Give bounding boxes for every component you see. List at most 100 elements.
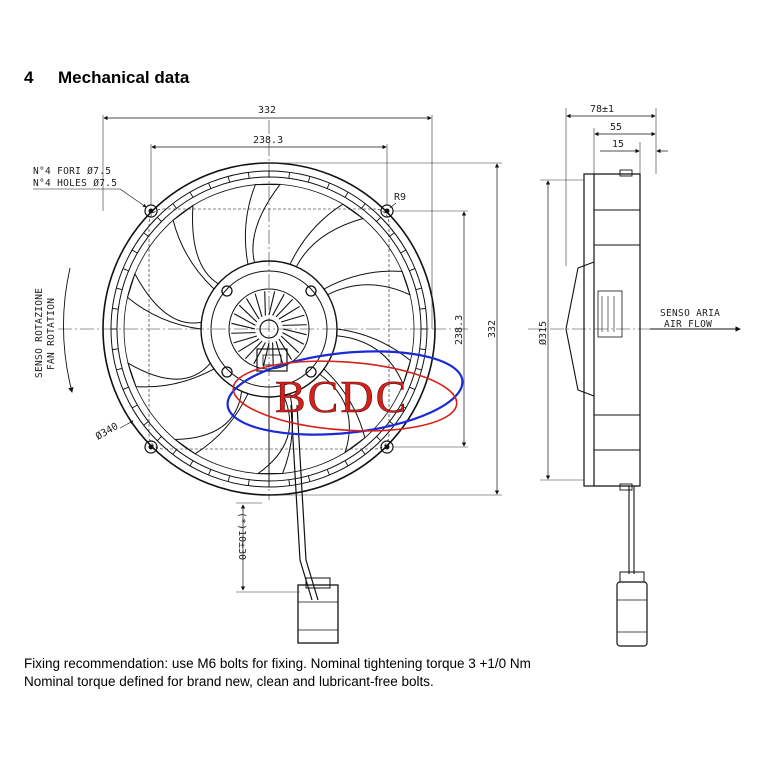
fan-blade [127, 362, 215, 388]
hub-fin [244, 340, 263, 360]
shroud-rib [131, 249, 138, 254]
shroud-rib [172, 449, 177, 455]
side-shroud [594, 173, 641, 487]
motor-hub-ring [210, 270, 328, 388]
hub-fin [282, 332, 305, 345]
airflow-label-it: SENSO ARIA [660, 308, 720, 319]
watermark-logo: BCDC [226, 350, 464, 436]
fan-blade [244, 183, 282, 265]
shroud-rib [143, 232, 149, 237]
shroud-rib [208, 469, 212, 476]
hub-fin [272, 293, 285, 316]
shroud-rib [247, 172, 250, 179]
hub-connector-box [256, 348, 288, 372]
shroud-rib [122, 268, 129, 272]
shroud-rib [415, 367, 422, 371]
cable-length-label: (*)10±30 [236, 512, 247, 560]
side-ear [619, 483, 633, 491]
shroud-rib [112, 348, 119, 351]
hub-fin [238, 338, 260, 353]
mounting-hole [144, 440, 158, 454]
hub-fin [280, 314, 305, 323]
shroud-rib [326, 182, 330, 189]
shroud-rib [131, 404, 138, 409]
hub-fin [275, 340, 284, 365]
dim-outer-diameter-label: Ø340 [94, 420, 121, 442]
shroud-rib [227, 475, 231, 482]
dim-motor-depth-label: 55 [610, 122, 622, 133]
shroud-rib [326, 469, 330, 476]
shroud-rib [189, 460, 194, 467]
hub-fin [264, 291, 266, 316]
leader-line [119, 420, 134, 429]
corner-radius-label: R9 [394, 192, 406, 203]
hub-fin [231, 322, 256, 330]
hub-fin [254, 293, 263, 318]
dim-overall-width-label: 332 [258, 105, 276, 116]
cable [296, 404, 319, 601]
hub-fin [282, 328, 307, 336]
dim-depth-label: 78±1 [590, 104, 614, 115]
hub-fin [245, 298, 260, 320]
side-connector [616, 571, 648, 647]
hub-fin [253, 342, 266, 365]
cable-connector [297, 577, 339, 644]
dim-diameter-label: Ø315 [537, 321, 549, 345]
shroud-rib [112, 307, 119, 310]
motor-bolt [221, 285, 233, 297]
side-motor [565, 261, 595, 397]
section-number: 4 [24, 68, 34, 87]
motor-shaft [259, 319, 279, 339]
mounting-hole [380, 440, 394, 454]
shroud-rib [376, 436, 382, 442]
fan-blade [289, 203, 365, 268]
front-view: 332 238.3 N°4 FORI Ø7.5 N°4 HOLES Ø7.5 R… [33, 105, 502, 644]
hub-fin [282, 324, 307, 326]
holes-label-en: N°4 HOLES Ø7.5 [33, 178, 117, 189]
shroud-rib [122, 386, 129, 390]
airflow-label-en: AIR FLOW [664, 319, 712, 330]
hub-fin [268, 291, 276, 316]
shroud-rib [227, 176, 231, 183]
watermark-text: BCDC [275, 371, 408, 422]
shroud-rib [288, 479, 291, 486]
cable [290, 404, 313, 601]
shroud-rib [156, 216, 162, 222]
note-line: Fixing recommendation: use M6 bolts for … [24, 656, 531, 671]
shroud-rib [247, 479, 250, 486]
dim-flange-label: 15 [612, 139, 624, 150]
shroud-rib [172, 203, 177, 209]
motor-bolt [305, 366, 317, 378]
shroud-rib [409, 268, 416, 272]
shroud-outer-ring [102, 162, 436, 496]
mounting-hole [144, 204, 158, 218]
shroud-rib [116, 287, 123, 291]
dim-hole-spacing-label: 238.3 [253, 135, 283, 146]
fan-blade [173, 390, 249, 455]
leader-line [389, 202, 397, 209]
fan-blade [319, 368, 366, 454]
fan-blades [126, 183, 412, 475]
dim-hole-spacing-vertical-label: 238.3 [454, 315, 465, 345]
rotation-arrow [63, 267, 74, 393]
hub-fin [231, 332, 256, 334]
hub-fin [278, 305, 300, 320]
fan-blade [256, 393, 294, 475]
shroud-rib [376, 216, 382, 222]
shroud-rib [156, 436, 162, 442]
shroud-rib [344, 191, 349, 198]
hub-fin [275, 298, 294, 318]
fan-blade [323, 270, 411, 296]
hub-fin [238, 304, 258, 323]
shroud-rib [415, 287, 422, 291]
shroud-rib [400, 249, 407, 254]
shroud-rib [361, 449, 366, 455]
side-flange [583, 173, 595, 487]
mounting-square [148, 208, 390, 450]
rotation-label-it: SENSO ROTAZIONE [34, 288, 45, 378]
note-line: Nominal torque defined for brand new, cl… [24, 674, 434, 689]
shroud-rib [344, 460, 349, 467]
shroud-rib [409, 386, 416, 390]
